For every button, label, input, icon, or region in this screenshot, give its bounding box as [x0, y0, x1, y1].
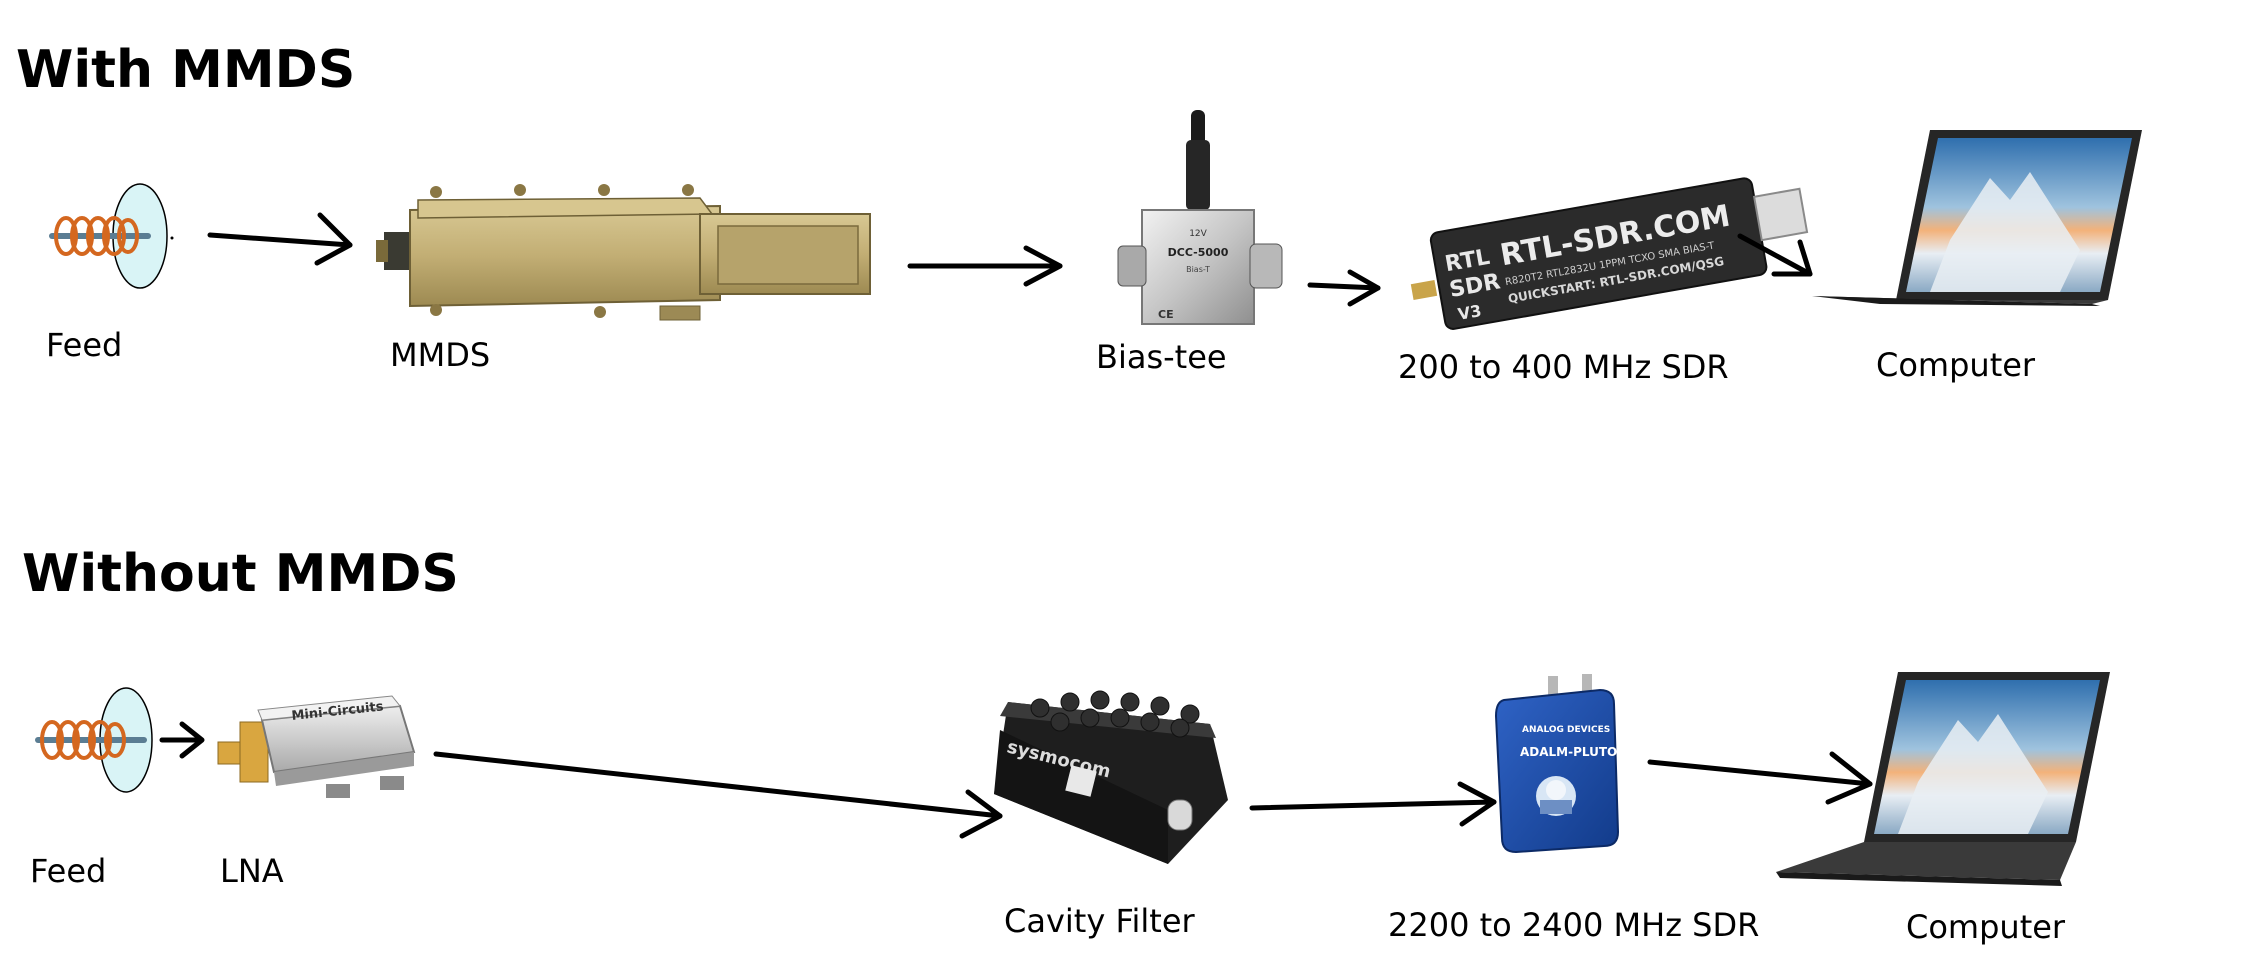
arrow-mmds-to-bias-tee	[907, 245, 1063, 287]
adalm-pluto-sdr-icon: ANALOG DEVICES ADALM-PLUTO	[1494, 674, 1620, 854]
mmds-downconverter-icon	[376, 184, 871, 321]
laptop-bottom-icon	[1776, 672, 2110, 886]
label-mmds: MMDS	[390, 336, 491, 374]
arrow-feed-to-mmds	[207, 212, 353, 266]
helix-coil-icon	[54, 216, 139, 256]
label-lna: LNA	[220, 852, 284, 890]
sdr-model-text: V3	[1456, 301, 1482, 324]
lna-amplifier-icon: Mini-Circuits	[217, 695, 416, 798]
label-sdr-bottom: 2200 to 2400 MHz SDR	[1388, 906, 1760, 944]
rtl-sdr-dongle-icon: RTL SDR RTL-SDR.COM R820T2 RTL2832U 1PPM…	[1410, 177, 1809, 330]
feed-antenna-icon	[49, 183, 174, 289]
heading-with-mmds: With MMDS	[16, 40, 356, 100]
label-feed-top: Feed	[46, 326, 123, 364]
cavity-filter-icon: sysmocom	[994, 690, 1228, 864]
arrow-sdr-to-computer-top	[1737, 233, 1813, 277]
arrow-bias-tee-to-sdr	[1307, 269, 1381, 307]
bias-tee-ce-text: CE	[1158, 308, 1174, 321]
arrow-pluto-to-computer	[1647, 751, 1873, 805]
feed-antenna-icon-bottom	[35, 687, 153, 793]
label-bias-tee: Bias-tee	[1096, 338, 1227, 376]
bias-tee-icon: 12V DCC-5000 Bias-T CE	[1117, 110, 1283, 325]
laptop-top-icon	[1812, 130, 2142, 306]
helix-coil-icon-bottom	[40, 720, 126, 760]
bias-tee-voltage-text: 12V	[1189, 229, 1207, 239]
arrow-feed-to-lna	[159, 721, 205, 759]
bias-tee-model-text: DCC-5000	[1168, 246, 1229, 259]
pluto-model-text: ADALM-PLUTO	[1520, 745, 1617, 759]
label-cavity-filter: Cavity Filter	[1004, 902, 1195, 940]
label-sdr-top: 200 to 400 MHz SDR	[1398, 348, 1729, 386]
bias-tee-sub-text: Bias-T	[1186, 265, 1210, 274]
pluto-brand-text: ANALOG DEVICES	[1522, 725, 1610, 735]
arrow-cavity-to-pluto	[1249, 781, 1497, 827]
arrow-lna-to-cavity-filter	[433, 751, 1003, 839]
label-feed-bottom: Feed	[30, 852, 107, 890]
label-computer-bottom: Computer	[1906, 908, 2066, 946]
heading-without-mmds: Without MMDS	[22, 544, 459, 604]
label-computer-top: Computer	[1876, 346, 2036, 384]
